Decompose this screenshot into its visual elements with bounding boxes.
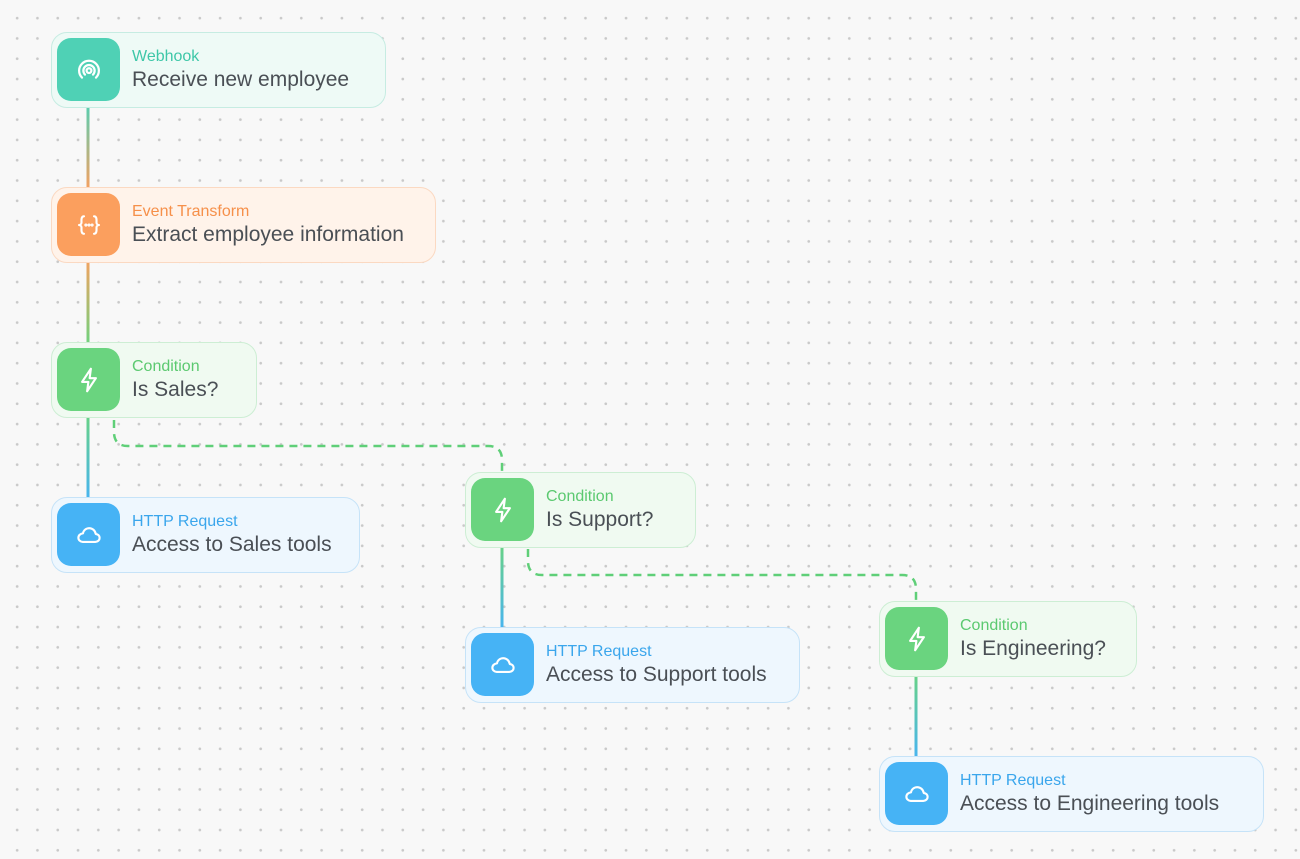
node-condition-support[interactable]: Condition Is Support?	[465, 472, 696, 548]
else-edge-support-to-engineering	[526, 549, 918, 608]
node-type-label: Condition	[960, 617, 1028, 634]
node-http-engineering[interactable]: HTTP Request Access to Engineering tools	[879, 756, 1264, 832]
else-edge-sales-to-support	[112, 420, 504, 478]
node-http-support[interactable]: HTTP Request Access to Support tools	[465, 627, 800, 703]
lightning-icon	[57, 348, 120, 411]
edge-condition-support-to-http-support	[500, 540, 504, 633]
cloud-icon	[57, 503, 120, 566]
node-title: Access to Engineering tools	[960, 792, 1220, 815]
node-title: Receive new employee	[132, 68, 350, 91]
node-type-label: Event Transform	[132, 203, 250, 220]
edge-webhook-to-transform	[86, 100, 90, 192]
node-title: Is Support?	[546, 508, 654, 531]
code-braces-icon	[57, 193, 120, 256]
node-title: Is Engineering?	[960, 637, 1106, 660]
node-title: Access to Support tools	[546, 663, 767, 686]
cloud-icon	[471, 633, 534, 696]
node-type-label: HTTP Request	[960, 772, 1066, 789]
lightning-icon	[471, 478, 534, 541]
node-type-label: Condition	[132, 358, 200, 375]
node-condition-sales[interactable]: Condition Is Sales?	[51, 342, 257, 418]
node-title: Extract employee information	[132, 223, 404, 246]
node-type-label: HTTP Request	[132, 513, 238, 530]
edge-condition-sales-to-http-sales	[86, 410, 90, 503]
node-http-sales[interactable]: HTTP Request Access to Sales tools	[51, 497, 360, 573]
node-type-label: HTTP Request	[546, 643, 652, 660]
cloud-icon	[885, 762, 948, 825]
broadcast-icon	[57, 38, 120, 101]
edge-condition-engineering-to-http-engineering	[914, 669, 918, 762]
node-webhook[interactable]: Webhook Receive new employee	[51, 32, 386, 108]
node-title: Is Sales?	[132, 378, 219, 401]
node-title: Access to Sales tools	[132, 533, 332, 556]
lightning-icon	[885, 607, 948, 670]
node-type-label: Condition	[546, 488, 614, 505]
edge-transform-to-condition-sales	[86, 255, 90, 348]
node-event-transform[interactable]: Event Transform Extract employee informa…	[51, 187, 436, 263]
node-type-label: Webhook	[132, 48, 200, 65]
node-condition-engineering[interactable]: Condition Is Engineering?	[879, 601, 1137, 677]
